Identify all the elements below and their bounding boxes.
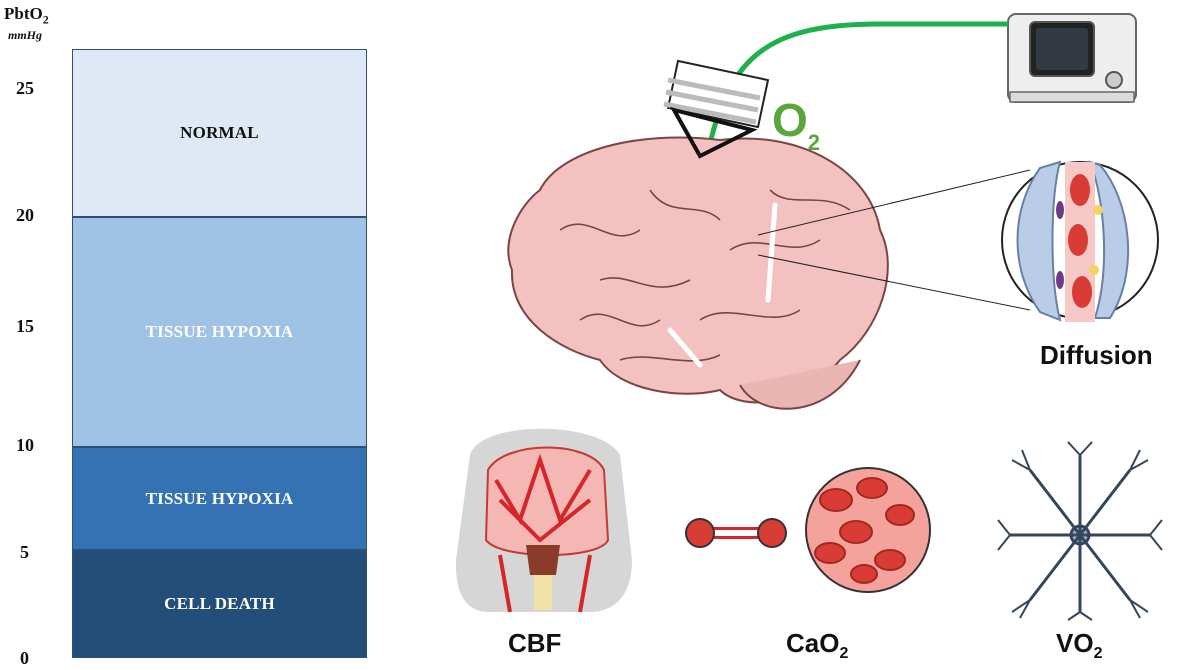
zone-label: CELL DEATH	[164, 594, 275, 613]
rbc-circle-icon	[805, 467, 931, 593]
zone-label: TISSUE HYPOXIA	[145, 322, 294, 341]
tick-label: 25	[16, 78, 34, 98]
axis-unit: mmHg	[8, 28, 43, 42]
probe-icon	[663, 59, 770, 159]
neuron-icon	[997, 441, 1163, 621]
cbf-label: CBF	[508, 628, 562, 658]
diffusion-label: Diffusion	[1040, 340, 1153, 370]
tick-label: 20	[16, 205, 34, 225]
zone-label: TISSUE HYPOXIA	[145, 488, 294, 508]
o2-label: O2	[772, 94, 820, 155]
cbf-head-icon	[455, 428, 632, 613]
tick-label: 15	[16, 316, 34, 336]
zone-tissue-hypoxia-mild: TISSUE HYPOXIA	[72, 217, 367, 447]
tick-label: 0	[20, 648, 29, 668]
zone-label: NORMAL	[180, 123, 259, 142]
o2-molecule-icon	[685, 518, 787, 548]
zone-tissue-hypoxia-severe: TISSUE HYPOXIA	[72, 447, 367, 550]
cao2-label: CaO2	[786, 628, 849, 663]
tick-label: 10	[16, 435, 34, 455]
vo2-label: VO2	[1056, 628, 1103, 663]
zone-cell-death: CELL DEATH	[72, 550, 367, 658]
diffusion-magnifier	[1001, 160, 1159, 322]
monitor-icon	[1007, 13, 1137, 103]
tick-label: 5	[20, 542, 29, 562]
zone-normal: NORMAL	[72, 49, 367, 217]
brain-icon	[507, 136, 889, 410]
axis-title: PbtO2	[4, 4, 49, 27]
